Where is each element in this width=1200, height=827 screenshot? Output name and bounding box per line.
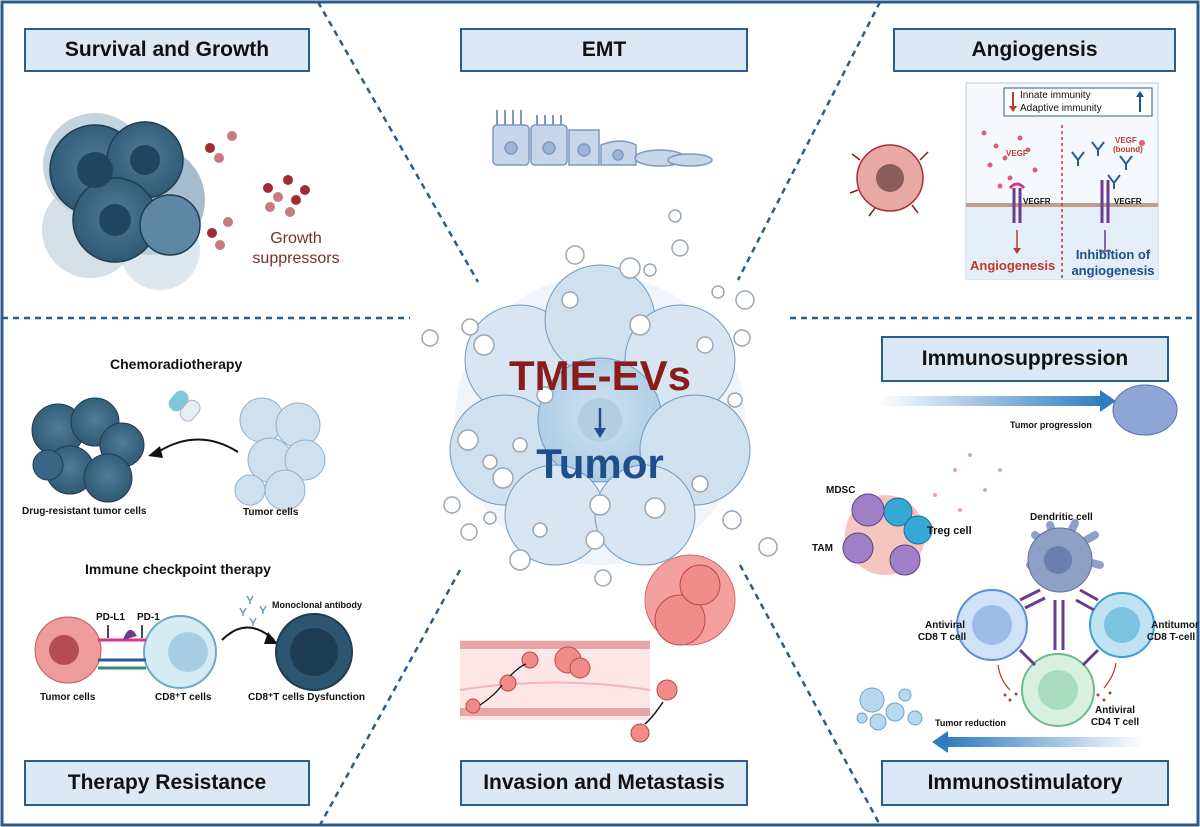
vegf-bound-label-1: VEGF bbox=[1115, 136, 1137, 145]
il2-dots bbox=[1003, 691, 1112, 702]
synapse-receptors bbox=[1018, 588, 1100, 667]
mab-symbols bbox=[239, 595, 267, 626]
antiviral-cd8-label-2: CD8 T cell bbox=[917, 632, 967, 643]
growth-label-2: suppressors bbox=[252, 250, 340, 267]
antiviral-cd8-cell bbox=[956, 589, 1028, 661]
antiviral-cd4-label-2: CD4 T cell bbox=[1090, 717, 1140, 728]
antiviral-cd8-label-1: Antiviral bbox=[924, 620, 965, 631]
metastasis-cells bbox=[465, 554, 736, 743]
vegfr-right-label: VEGFR bbox=[1114, 197, 1142, 206]
tumor-cells-bottom-label: Tumor cells bbox=[40, 692, 96, 703]
checkpoint-tumor-cell bbox=[34, 616, 102, 684]
vegf-bound-label-2: (bound) bbox=[1113, 145, 1143, 154]
immunity-box bbox=[1003, 87, 1153, 117]
panel-title-angiogenesis: Angiogensis bbox=[893, 28, 1176, 72]
reduced-tumor-fragments bbox=[856, 687, 923, 731]
cd8-dysfunction-label: CD8⁺T cells Dysfunction bbox=[248, 692, 365, 703]
dendritic-cell-label: Dendritic cell bbox=[1030, 512, 1093, 523]
antitumor-label-1: Antitumor bbox=[1151, 620, 1199, 631]
tam-label: TAM bbox=[812, 543, 833, 554]
suppressive-cell-cluster bbox=[842, 493, 933, 576]
monoclonal-antibody-label: Monoclonal antibody bbox=[272, 600, 362, 610]
treg-label: Treg cell bbox=[927, 525, 972, 537]
center-tumor: Tumor bbox=[536, 440, 664, 487]
blood-vessel bbox=[459, 640, 651, 720]
drug-resistant-cluster bbox=[31, 397, 145, 503]
tumor-cells-top-label: Tumor cells bbox=[243, 507, 299, 518]
angiogenesis-label: Angiogenesis bbox=[970, 258, 1056, 273]
panel-title-emt: EMT bbox=[460, 28, 748, 72]
mdsc-label: MDSC bbox=[826, 485, 856, 496]
growth-label-1: Growth bbox=[270, 230, 322, 247]
center-tme-evs: TME-EVs bbox=[508, 352, 692, 399]
panel-title-therapy-resistance: Therapy Resistance bbox=[24, 760, 310, 806]
antiviral-cd4-label-1: Antiviral bbox=[1094, 705, 1135, 716]
intravasation-arrows bbox=[479, 663, 527, 706]
vegfr-receptors bbox=[1008, 180, 1110, 223]
vegf-label: VEGF bbox=[1006, 149, 1028, 158]
checkpoint-tcell bbox=[143, 615, 217, 689]
emt-microvilli bbox=[496, 110, 562, 125]
pd1-label: PD-1 bbox=[137, 612, 160, 623]
panel-title-immunosuppression: Immunosuppression bbox=[881, 336, 1169, 382]
pdl1-label: PD-L1 bbox=[96, 612, 125, 623]
chemoradiotherapy-label: Chemoradiotherapy bbox=[110, 356, 243, 372]
tumor-reduction-label: Tumor reduction bbox=[935, 718, 1006, 728]
progression-dots bbox=[933, 453, 1002, 512]
checkpoint-bonds bbox=[98, 638, 146, 670]
panel-title-immunostimulatory: Immunostimulatory bbox=[881, 760, 1169, 806]
growth-suppressor-dots bbox=[205, 131, 310, 250]
tumor-cells-light bbox=[234, 397, 326, 511]
panel-title-invasion: Invasion and Metastasis bbox=[460, 760, 748, 806]
antibodies bbox=[1071, 141, 1133, 189]
cd8-tcells-label: CD8⁺T cells bbox=[155, 692, 212, 703]
antitumor-label-2: CD8 T-cell bbox=[1146, 632, 1196, 643]
adaptive-immunity-label: Adaptive immunity bbox=[1020, 103, 1102, 114]
tumor-progression-label: Tumor progression bbox=[1010, 420, 1092, 430]
immune-checkpoint-label: Immune checkpoint therapy bbox=[85, 561, 271, 577]
angio-tumor-cell bbox=[849, 144, 929, 217]
pill-icon bbox=[168, 390, 201, 422]
antiviral-cd4-cell bbox=[1021, 653, 1095, 727]
antitumor-cd8-cell bbox=[1089, 592, 1155, 658]
inhibition-label-2: angiogenesis bbox=[1071, 263, 1155, 278]
vegf-dots bbox=[981, 130, 1145, 189]
tumor-cluster-dark bbox=[42, 113, 205, 290]
chemo-arrow bbox=[157, 438, 239, 453]
progressed-tumor bbox=[1112, 384, 1178, 436]
vegfr-left-label: VEGFR bbox=[1023, 197, 1051, 206]
pd-junction bbox=[123, 629, 137, 640]
dendritic-cell bbox=[1026, 519, 1104, 593]
emt-cells bbox=[492, 124, 713, 167]
progression-arrow bbox=[878, 396, 1104, 406]
ev-vesicles bbox=[421, 209, 778, 587]
inhibition-label-1: Inhibition of bbox=[1075, 247, 1151, 262]
innate-immunity-label: Innate immunity bbox=[1020, 90, 1091, 101]
drug-resistant-label: Drug-resistant tumor cells bbox=[22, 506, 147, 517]
panel-title-survival: Survival and Growth bbox=[24, 28, 310, 72]
dysfunction-tcell bbox=[275, 613, 353, 691]
reduction-arrow bbox=[946, 737, 1144, 747]
